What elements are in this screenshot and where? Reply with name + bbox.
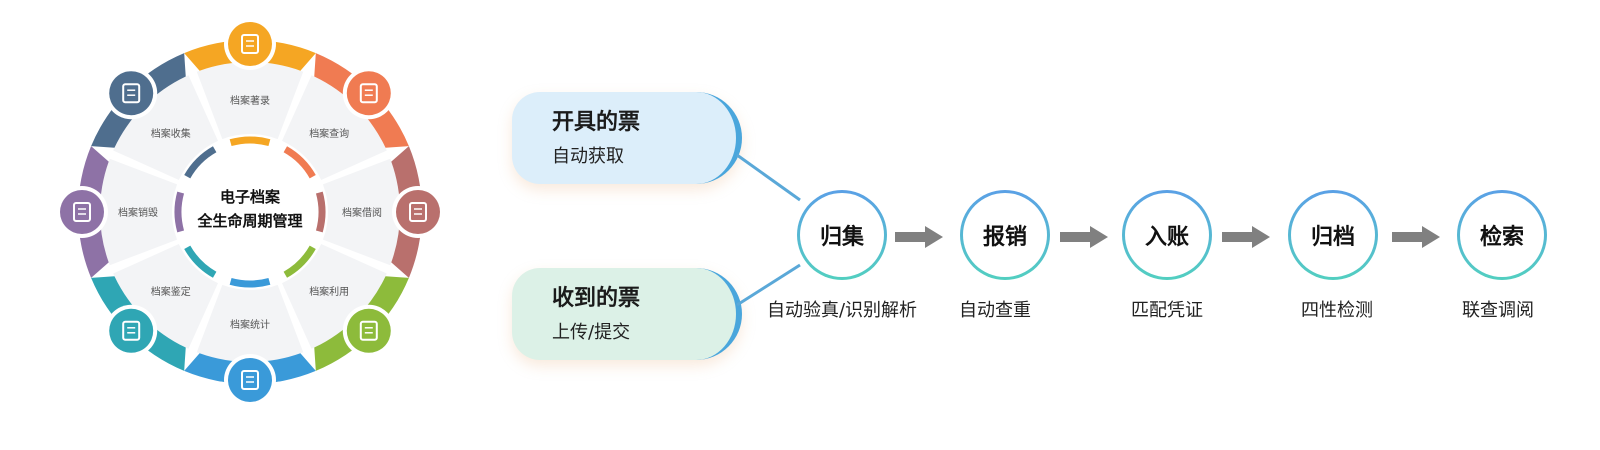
binders-icon [228, 22, 272, 66]
step-reimburse-label: 报销 [982, 225, 1027, 250]
step-collect: 归集 [797, 190, 887, 280]
wheel-inner-arc [174, 191, 185, 233]
step-bookkeeping-caption: 匹配凭证 [1131, 300, 1203, 321]
wheel-sector [113, 75, 219, 181]
wheel-sector [196, 62, 304, 140]
step-reimburse-caption: 自动查重 [959, 300, 1031, 321]
issued-invoice-subtitle: 自动获取 [552, 146, 624, 167]
wheel-sector [113, 243, 219, 349]
wheel-center-title: 电子档案 [220, 188, 281, 206]
wheel-center-subtitle: 全生命周期管理 [196, 212, 302, 230]
wheel-inner-arc [229, 277, 271, 288]
bookmark-book-icon-glyph [409, 202, 427, 222]
step-search: 检索 [1457, 190, 1547, 280]
document-search-icon-glyph [359, 83, 378, 104]
inbox-tray-icon [109, 71, 154, 116]
wheel-sector [100, 158, 178, 266]
wheel-segment-label: 档案利用 [309, 285, 349, 298]
step-search-caption: 联查调阅 [1462, 300, 1534, 321]
wheel-segment-label: 档案收集 [151, 127, 191, 140]
wheel-sector [196, 284, 304, 363]
arrow-right-icon [895, 226, 943, 248]
wheel-segment-label: 档案查询 [309, 127, 349, 140]
shield-badge-icon-glyph [122, 320, 141, 341]
issued-invoice-card: 开具的票 自动获取 [512, 92, 742, 184]
wheel-segment-label: 档案统计 [230, 318, 270, 331]
wheel-inner-arc [283, 245, 316, 278]
step-reimburse: 报销 [960, 190, 1050, 280]
shredder-icon [60, 190, 104, 234]
issued-invoice-title: 开具的票 [552, 110, 641, 135]
wheel-inner-arc [283, 146, 316, 179]
step-search-label: 检索 [1479, 225, 1524, 250]
wheel-center [186, 148, 314, 276]
received-invoice-title: 收到的票 [552, 286, 641, 311]
received-invoice-subtitle: 上传/提交 [552, 322, 631, 343]
pie-chart-icon-glyph [241, 370, 259, 390]
step-collect-label: 归集 [819, 225, 864, 250]
step-archive-caption: 四性检测 [1301, 300, 1373, 321]
received-invoice-card: 收到的票 上传/提交 [512, 268, 742, 360]
binders-icon-glyph [241, 34, 259, 54]
received-invoice-card-bg [512, 268, 742, 360]
wheel-inner-arc [315, 191, 326, 233]
arrow-right-icon [1222, 226, 1270, 248]
folder-icon [346, 308, 391, 353]
step-bookkeeping-label: 入账 [1144, 225, 1189, 250]
document-search-icon [346, 71, 391, 116]
step-collect-caption: 自动验真/识别解析 [766, 300, 918, 321]
folder-icon-glyph [359, 320, 378, 341]
wheel-segment-label: 档案借阅 [342, 206, 382, 219]
wheel-segment-label: 档案鉴定 [151, 285, 191, 298]
bookmark-book-icon [396, 190, 440, 234]
wheel-sector [281, 243, 387, 349]
wheel-inner-arc [229, 136, 271, 147]
wheel-inner-arc [184, 146, 217, 179]
step-archive-label: 归档 [1310, 225, 1355, 250]
step-archive: 归档 [1288, 190, 1378, 280]
wheel-sector [281, 75, 387, 181]
wheel-segment-label: 档案销毁 [118, 206, 158, 219]
connector-issued [736, 153, 801, 202]
wheel-segment-label: 档案著录 [230, 94, 270, 107]
shredder-icon-glyph [73, 202, 91, 222]
inbox-tray-icon-glyph [122, 83, 141, 104]
arrow-right-icon [1060, 226, 1108, 248]
step-bookkeeping: 入账 [1122, 190, 1212, 280]
issued-invoice-card-bg [512, 92, 742, 184]
wheel-sector [322, 158, 400, 266]
wheel-inner-arc [184, 245, 217, 278]
pie-chart-icon [228, 358, 272, 402]
shield-badge-icon [109, 308, 154, 353]
arrow-right-icon [1392, 226, 1440, 248]
